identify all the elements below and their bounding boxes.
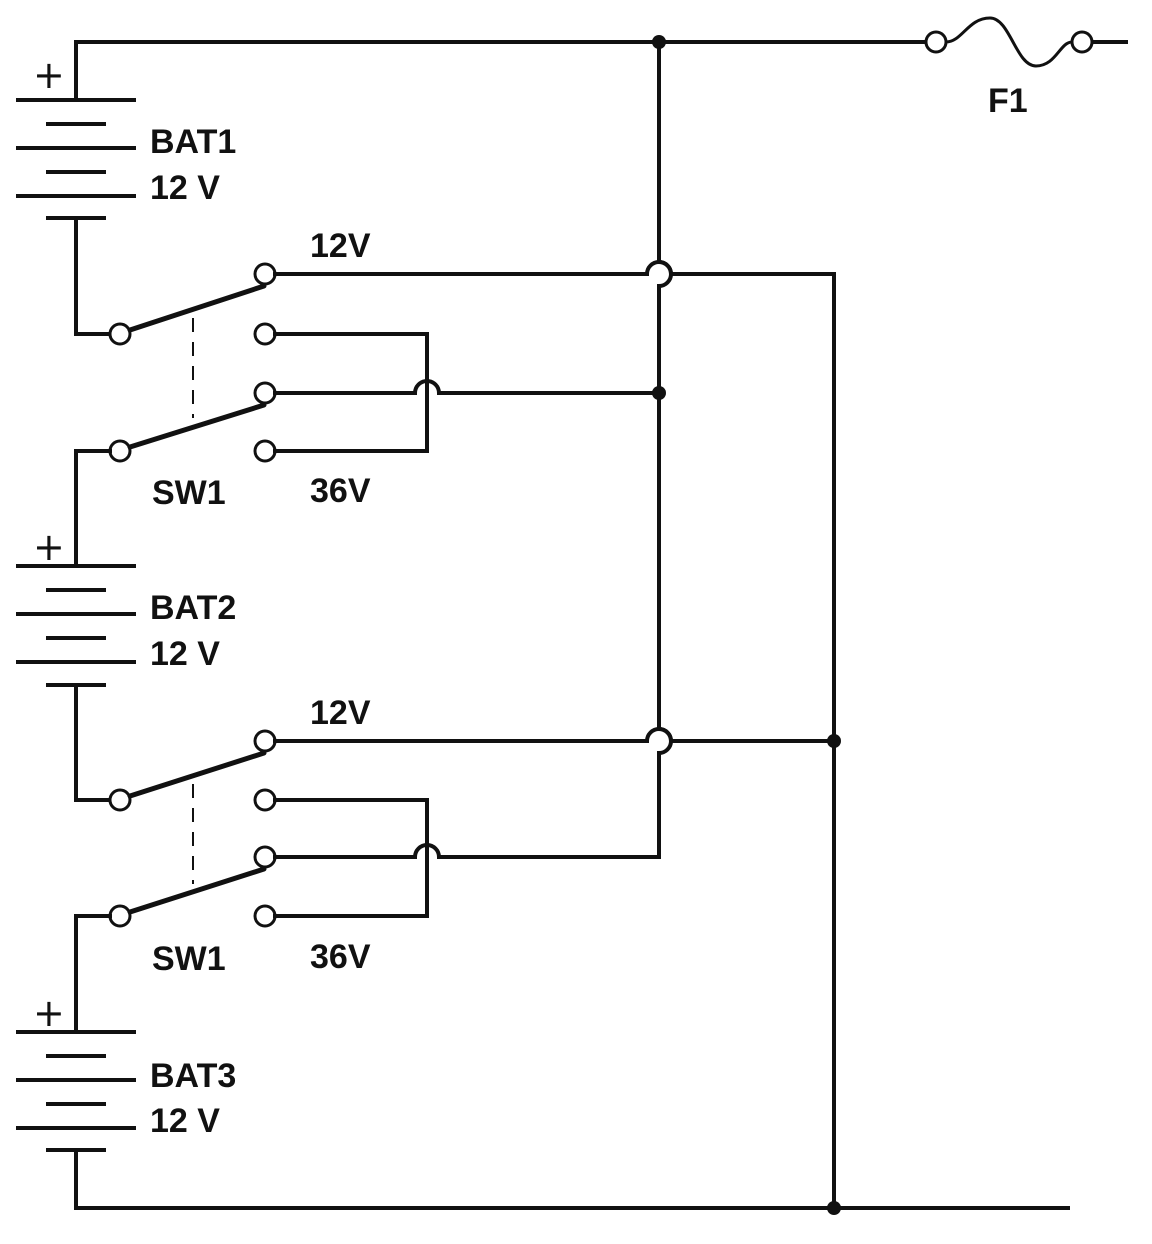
upper-36v-label: 36V	[310, 472, 371, 510]
lower-36v-label: 36V	[310, 938, 371, 976]
switch-sw1-lower	[108, 729, 277, 928]
battery-bat1	[16, 98, 136, 220]
bat2-voltage: 12 V	[150, 635, 220, 673]
fuse-label: F1	[988, 82, 1028, 120]
bat2-lead-bottom	[74, 683, 112, 802]
bat3-name: BAT3	[150, 1057, 236, 1095]
bat1-lead-bottom	[74, 216, 112, 336]
center-bus	[657, 40, 673, 859]
upper-switch-wiring	[273, 260, 836, 453]
lower-12v-label: 12V	[310, 694, 371, 732]
bat1-name: BAT1	[150, 123, 236, 161]
battery-bat2	[16, 564, 136, 687]
bat2-plus-sign: +	[33, 525, 65, 569]
switch-sw1-upper	[108, 262, 277, 463]
bat2-name: BAT2	[150, 589, 236, 627]
battery-bat3	[16, 1030, 136, 1152]
upper-12v-label: 12V	[310, 227, 371, 265]
bat2-lead-top	[74, 449, 112, 568]
bottom-rail	[74, 1148, 1070, 1210]
bat3-lead-top	[74, 914, 112, 1034]
bat3-voltage: 12 V	[150, 1102, 220, 1140]
bat1-plus-sign: +	[33, 53, 65, 97]
lower-switch-wiring	[273, 727, 836, 918]
bat1-voltage: 12 V	[150, 169, 220, 207]
upper-sw1-label: SW1	[152, 474, 226, 512]
junction-dots	[652, 35, 841, 1215]
bat3-plus-sign: +	[33, 991, 65, 1035]
lower-sw1-label: SW1	[152, 940, 226, 978]
fuse-f1	[924, 16, 1094, 68]
